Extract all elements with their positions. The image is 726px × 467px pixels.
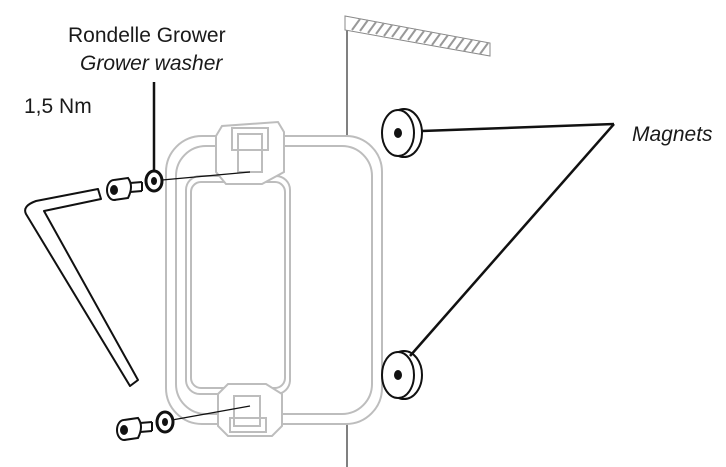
enclosure-icon xyxy=(165,120,383,437)
washer-label-fr: Rondelle Grower xyxy=(68,24,226,47)
washer-icon xyxy=(144,169,164,193)
wall-icon xyxy=(344,15,491,467)
allen-key-icon xyxy=(24,188,139,387)
washer-label-en: Grower washer xyxy=(80,52,223,75)
magnet-icon xyxy=(381,108,423,158)
torque-label: 1,5 Nm xyxy=(24,95,92,118)
screw-icon xyxy=(116,416,153,441)
axis-lines xyxy=(161,171,251,421)
screw-icon xyxy=(106,176,143,201)
magnets-label: Magnets xyxy=(632,123,713,146)
leader-lines xyxy=(152,82,615,357)
magnet-icon xyxy=(381,350,423,400)
washer-icon xyxy=(155,410,175,434)
